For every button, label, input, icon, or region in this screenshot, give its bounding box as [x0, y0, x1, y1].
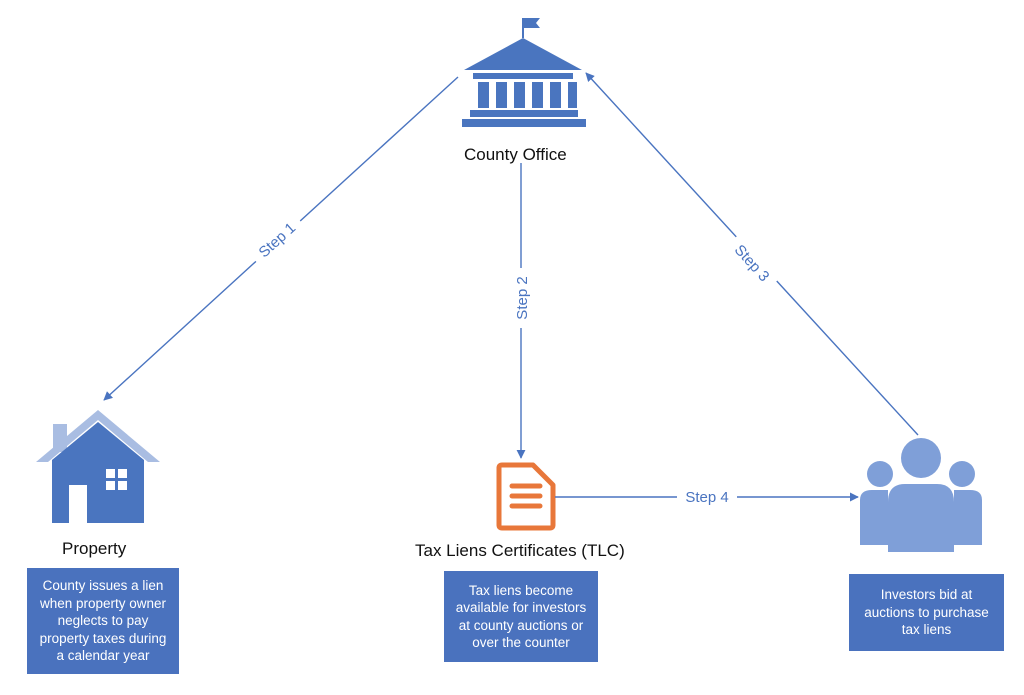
house-icon: [36, 410, 160, 523]
courthouse-icon: [462, 18, 586, 127]
step-2-label: Step 2: [514, 276, 531, 319]
tlc-description-box: Tax liens become available for investors…: [444, 571, 598, 662]
property-label: Property: [62, 539, 127, 558]
step-4-label: Step 4: [685, 489, 728, 506]
investors-description-box: Investors bid at auctions to purchase ta…: [849, 574, 1004, 651]
document-icon: [496, 462, 556, 531]
people-group-icon: [860, 438, 982, 552]
property-description-box: County issues a lien when property owner…: [27, 568, 179, 674]
county-office-label: County Office: [464, 145, 567, 164]
tlc-label: Tax Liens Certificates (TLC): [415, 541, 625, 560]
